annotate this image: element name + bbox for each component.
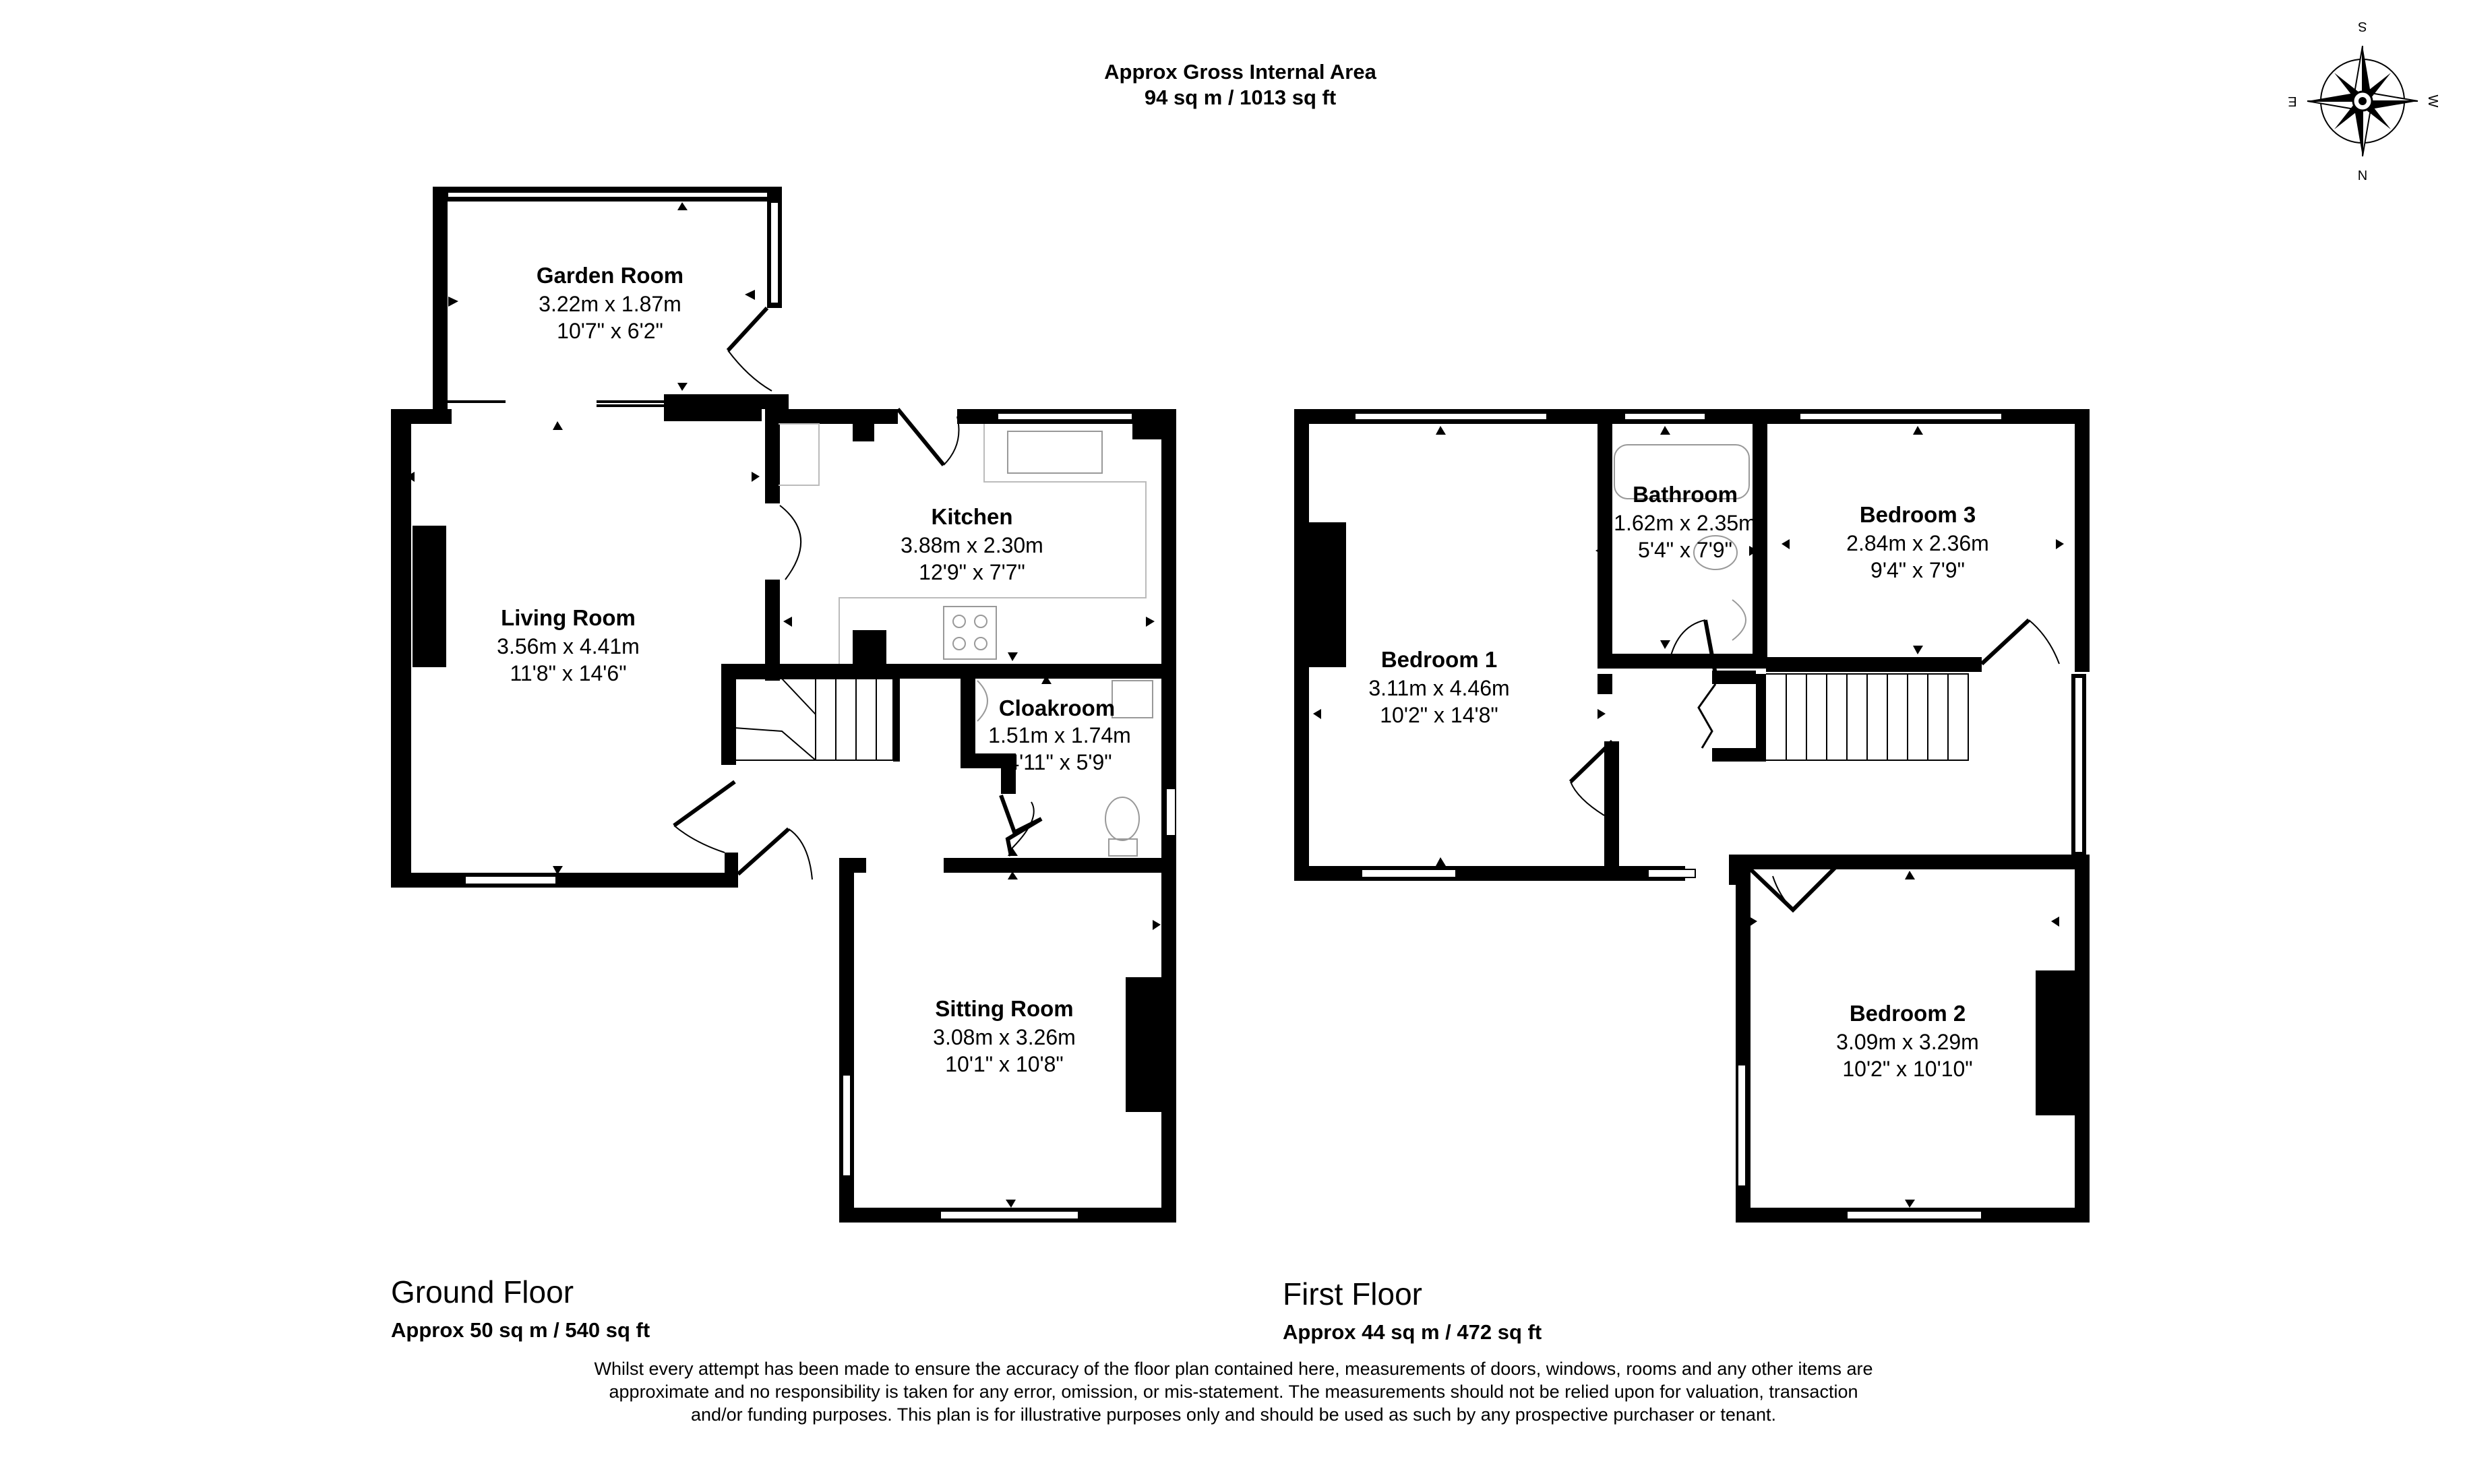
room-metric: 1.62m x 2.35m [1614, 511, 1757, 535]
wall [433, 187, 448, 409]
wall [1161, 409, 1176, 679]
window [2074, 677, 2083, 853]
window [997, 412, 1133, 421]
window [1361, 869, 1457, 878]
window [464, 875, 557, 885]
room-imperial: 12'9" x 7'7" [919, 560, 1025, 584]
room-metric: 3.08m x 3.26m [933, 1025, 1076, 1049]
wall [1729, 855, 2090, 869]
wall [1161, 858, 1176, 1222]
room-name: Bedroom 1 [1381, 647, 1497, 672]
first-floor-area: Approx 44 sq m / 472 sq ft [1283, 1320, 1542, 1344]
room-name: Garden Room [537, 263, 683, 288]
compass-rose-icon: S E W N [2288, 19, 2440, 183]
wall [2075, 855, 2090, 1222]
window [770, 202, 779, 304]
room-name: Bedroom 3 [1860, 502, 1976, 527]
chimney-breast [413, 526, 446, 667]
window [1846, 1210, 1982, 1220]
window [842, 1074, 851, 1177]
wall [1294, 866, 1685, 881]
room-name: Cloakroom [999, 695, 1115, 720]
window [447, 191, 779, 198]
wall [391, 409, 411, 888]
room-imperial: 9'4" x 7'9" [1870, 558, 1965, 582]
gia-title: Approx Gross Internal Area [1104, 60, 1376, 84]
chimney-breast [1126, 977, 1163, 1112]
chimney-breast [1309, 522, 1346, 667]
room-name: Sitting Room [935, 996, 1073, 1021]
window [1624, 412, 1706, 421]
wall [765, 409, 780, 503]
ground-floor-area: Approx 50 sq m / 540 sq ft [391, 1318, 650, 1342]
ground-floor-plan [391, 187, 1176, 1223]
chimney-breast [2036, 970, 2075, 1115]
first-floor-label: First Floor [1283, 1276, 1422, 1311]
compass-n: N [2358, 168, 2367, 183]
toilet-icon [1693, 535, 1738, 570]
room-imperial: 4'11" x 5'9" [1007, 750, 1112, 774]
room-metric: 1.51m x 1.74m [988, 723, 1131, 747]
staircase [734, 678, 894, 761]
first-floor-plan [1294, 409, 2090, 1223]
hob-icon [943, 606, 997, 660]
basin-icon [1732, 599, 1746, 641]
bath-icon [1614, 444, 1750, 499]
wall [2075, 409, 2090, 672]
gia-value: 94 sq m / 1013 sq ft [1144, 86, 1337, 109]
compass-e: E [2288, 94, 2296, 109]
window [1799, 412, 2003, 421]
room-imperial: 10'2" x 14'8" [1380, 703, 1498, 727]
wall [391, 873, 738, 888]
toilet-icon [1105, 797, 1140, 841]
window [940, 1210, 1079, 1220]
room-metric: 2.84m x 2.36m [1846, 531, 1989, 555]
room-name: Bathroom [1633, 482, 1738, 507]
orientation-arrows [406, 202, 2064, 1208]
room-metric: 3.09m x 3.29m [1836, 1030, 1979, 1054]
room-labels: Garden Room 3.22m x 1.87m 10'7" x 6'2" L… [497, 263, 1989, 1081]
room-imperial: 10'2" x 10'10" [1842, 1057, 1972, 1081]
room-metric: 3.88m x 2.30m [901, 533, 1043, 557]
wall [664, 394, 762, 421]
window [1647, 869, 1696, 878]
ground-floor-label: Ground Floor [391, 1274, 574, 1309]
staircase [1766, 673, 1969, 761]
room-imperial: 10'7" x 6'2" [557, 319, 663, 343]
sink-icon [1007, 431, 1103, 474]
room-name: Bedroom 2 [1850, 1001, 1966, 1026]
sink-icon [1112, 680, 1153, 718]
basin-icon [977, 680, 988, 722]
room-metric: 3.56m x 4.41m [497, 634, 640, 658]
wall [1294, 409, 1309, 881]
compass-s: S [2358, 19, 2367, 34]
room-name: Living Room [501, 605, 636, 630]
gross-internal-area: Approx Gross Internal Area 94 sq m / 101… [674, 59, 1806, 111]
room-metric: 3.22m x 1.87m [539, 292, 681, 316]
room-imperial: 10'1" x 10'8" [945, 1052, 1064, 1076]
window [1165, 788, 1176, 836]
compass-w: W [2425, 95, 2440, 108]
room-imperial: 5'4" x 7'9" [1638, 538, 1732, 562]
wall [944, 858, 1176, 873]
window [1354, 412, 1548, 421]
room-name: Kitchen [931, 504, 1012, 529]
disclaimer-text: Whilst every attempt has been made to en… [594, 1359, 1873, 1425]
wall [780, 664, 1176, 679]
window [1737, 1064, 1746, 1187]
room-metric: 3.11m x 4.46m [1368, 676, 1509, 700]
room-imperial: 11'8" x 14'6" [510, 661, 626, 685]
